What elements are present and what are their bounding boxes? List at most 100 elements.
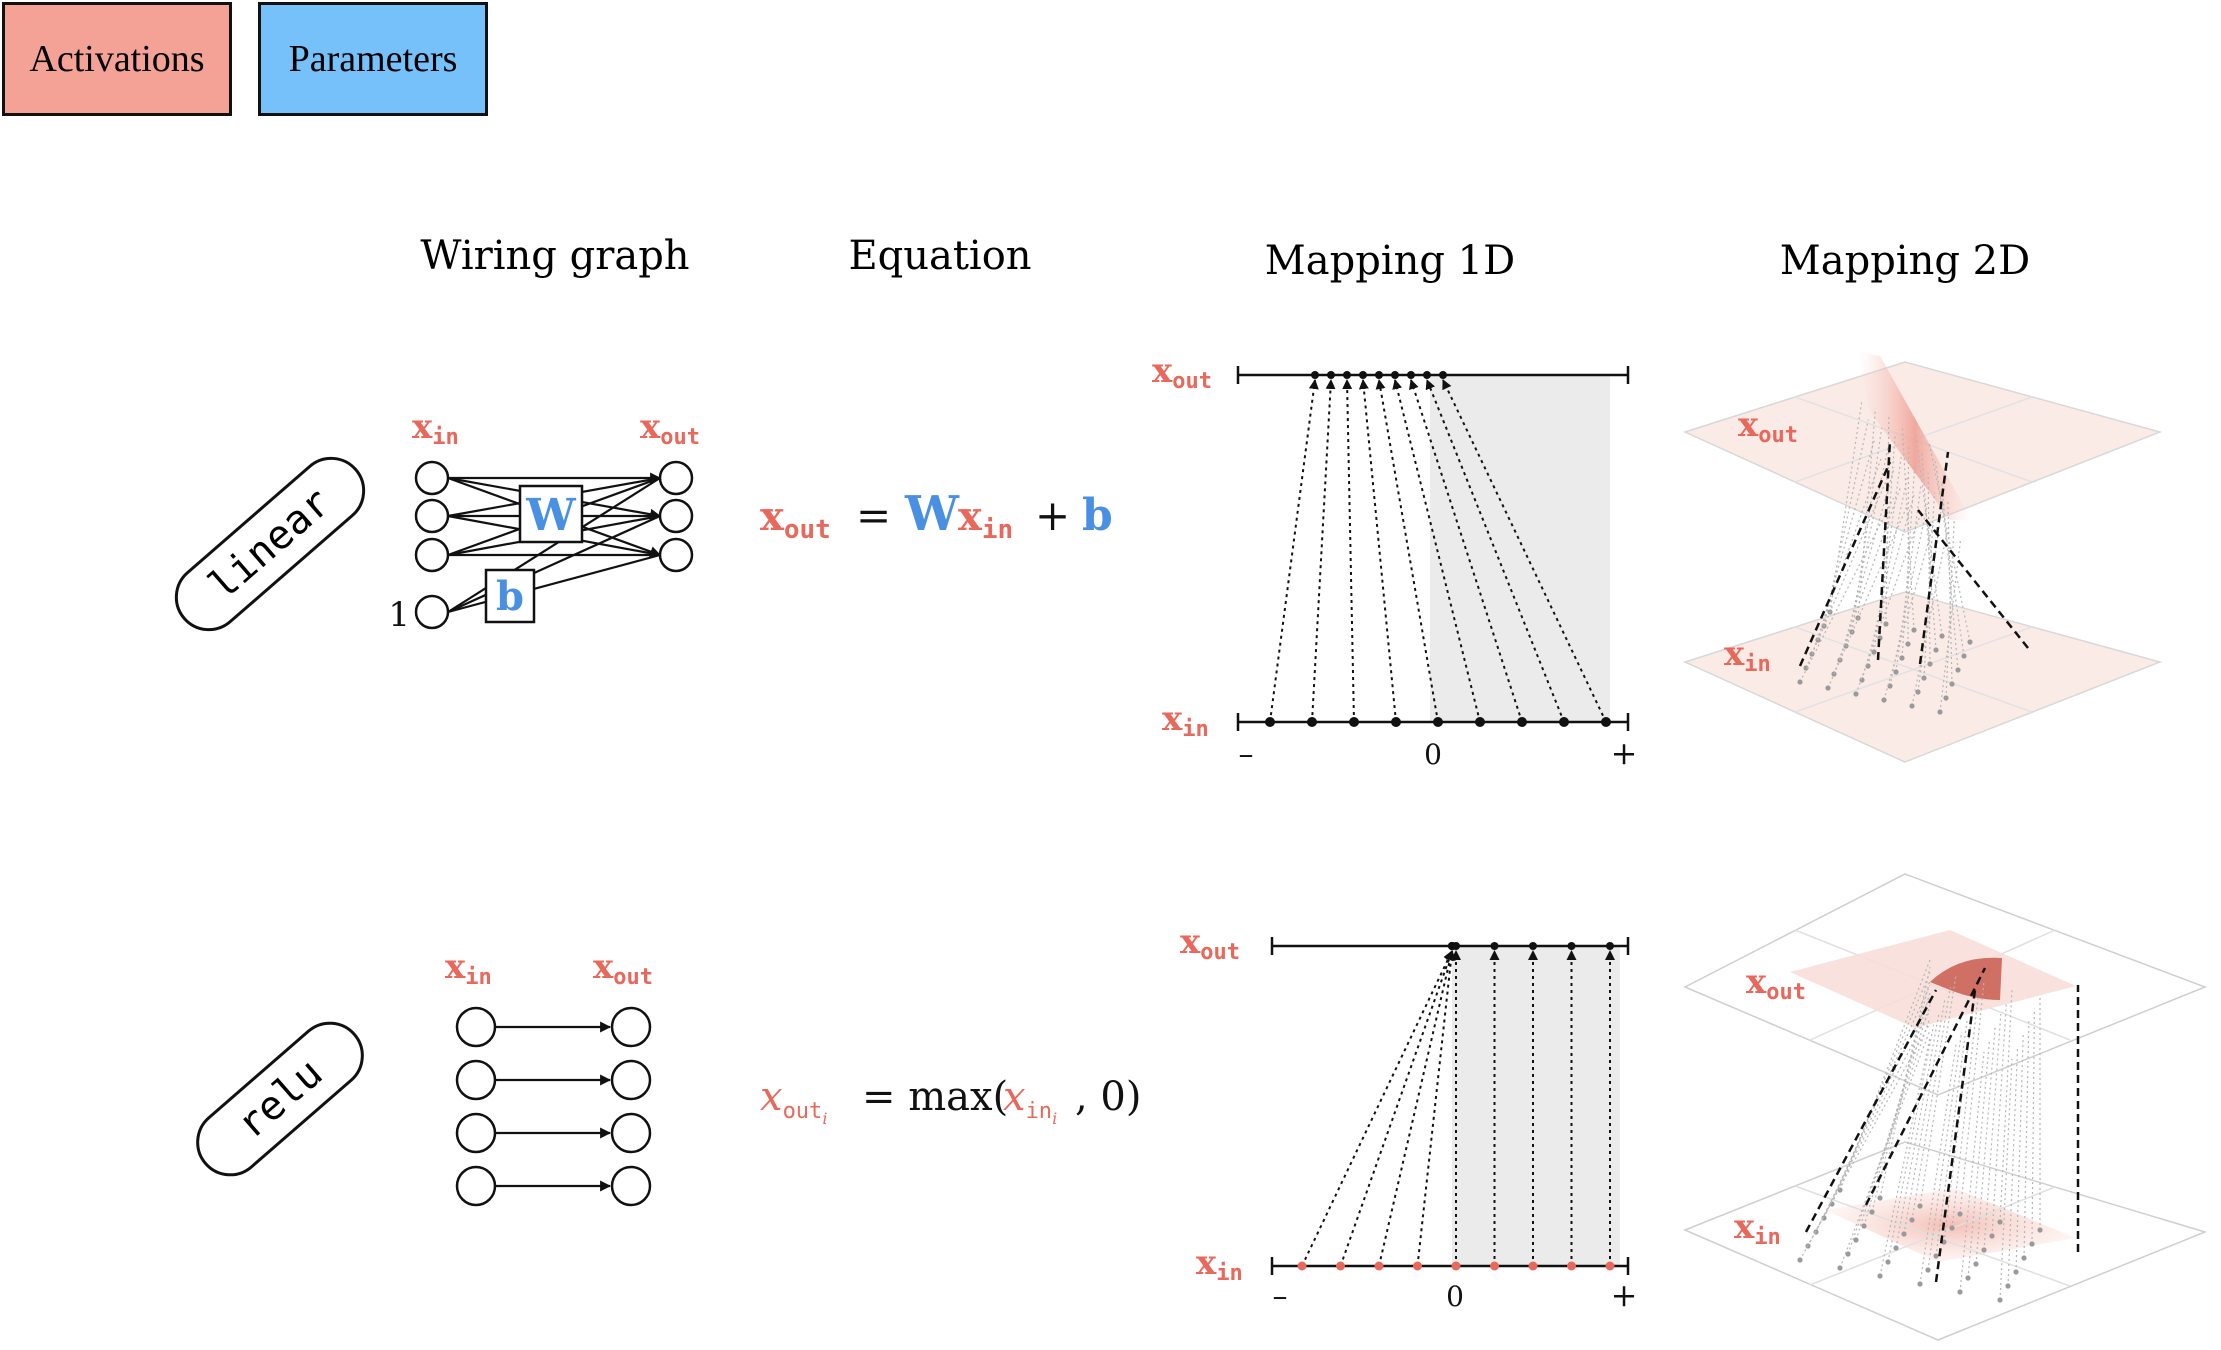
wiring-in-label: xin bbox=[445, 947, 492, 990]
input-point bbox=[1297, 1261, 1307, 1271]
wiring-out-label: xout bbox=[593, 947, 653, 990]
input-point bbox=[1955, 667, 1961, 673]
input-point bbox=[1475, 717, 1485, 727]
input-activation-region bbox=[1825, 1188, 2076, 1262]
positive-region-shade bbox=[1452, 946, 1620, 1266]
input-node bbox=[414, 460, 450, 496]
input-point bbox=[1893, 669, 1899, 675]
input-point bbox=[1877, 1273, 1883, 1279]
map2d-in-label: xin bbox=[1724, 634, 1771, 677]
input-point bbox=[1605, 1261, 1615, 1271]
input-point bbox=[1915, 689, 1921, 695]
mapping-line bbox=[1799, 497, 1895, 683]
input-point bbox=[1961, 653, 1967, 659]
input-point bbox=[1905, 641, 1911, 647]
input-point bbox=[1861, 1223, 1867, 1229]
input-point bbox=[1997, 1297, 2003, 1303]
output-activation-region bbox=[1790, 930, 2076, 1028]
mapping-line bbox=[1901, 425, 1915, 631]
mapping-2d-relu: xout xin bbox=[1683, 873, 2208, 1341]
weight-box bbox=[518, 484, 584, 544]
bias-input-node bbox=[414, 594, 450, 630]
column-title-mapping-2d: Mapping 2D bbox=[1779, 238, 2031, 284]
mapping-line bbox=[1857, 408, 1876, 619]
equation-relu: xouti = max( xini , 0) bbox=[760, 1074, 1141, 1128]
equation-plus: + bbox=[1035, 491, 1070, 540]
output-point bbox=[1407, 371, 1415, 379]
output-node bbox=[658, 498, 694, 534]
input-point bbox=[2021, 1255, 2027, 1261]
mapping-line bbox=[1951, 994, 1979, 1229]
output-point bbox=[1490, 942, 1499, 950]
legend-activations-label: Activations bbox=[29, 38, 205, 80]
mapping-line bbox=[1947, 500, 1953, 685]
input-point bbox=[1853, 691, 1859, 697]
mapping-line bbox=[1815, 997, 1931, 1233]
output-point bbox=[1529, 942, 1537, 950]
mapping-line bbox=[1378, 950, 1455, 1267]
mapping-line bbox=[1342, 379, 1355, 723]
bias-box bbox=[484, 568, 536, 624]
equation-input: xini bbox=[1003, 1074, 1057, 1128]
input-point bbox=[2037, 1227, 2043, 1233]
output-point bbox=[1567, 942, 1576, 950]
input-point bbox=[1825, 685, 1831, 691]
map2d-out-label: xout bbox=[1738, 405, 1798, 448]
input-point bbox=[1869, 1209, 1875, 1215]
mapping-line bbox=[1339, 950, 1454, 1267]
mapping-line bbox=[1839, 467, 1895, 661]
mapping-line bbox=[1901, 464, 1916, 659]
output-node bbox=[658, 537, 694, 573]
input-point bbox=[1374, 1261, 1384, 1271]
mapping-line bbox=[1301, 950, 1453, 1267]
input-node bbox=[414, 537, 450, 573]
output-node bbox=[610, 1165, 652, 1207]
mapping-lines bbox=[1797, 399, 1973, 715]
mapping-line bbox=[1839, 959, 1931, 1191]
mapping-line bbox=[1442, 379, 1607, 723]
legend-parameters-label: Parameters bbox=[288, 38, 458, 80]
output-point bbox=[1606, 942, 1614, 950]
mapping-line bbox=[1799, 1022, 1931, 1261]
column-title-wiring: Wiring graph bbox=[420, 233, 690, 279]
mapping-line bbox=[1425, 379, 1565, 723]
input-point bbox=[1517, 717, 1527, 727]
input-point bbox=[1921, 675, 1927, 681]
mapping-line bbox=[1839, 1029, 1931, 1269]
mapping-line bbox=[1416, 950, 1456, 1267]
mapping-line bbox=[1269, 379, 1319, 723]
output-point bbox=[1343, 371, 1351, 379]
legend-parameters: Parameters bbox=[258, 2, 488, 116]
input-point bbox=[1933, 1253, 1939, 1259]
map2d-out-label: xout bbox=[1746, 962, 1806, 1005]
mapping-line bbox=[2031, 1008, 2035, 1245]
tick-zero: 0 bbox=[1446, 1280, 1464, 1313]
mapping-2d-linear: xout xin bbox=[1682, 352, 2163, 763]
input-point bbox=[1813, 1229, 1819, 1235]
input-point bbox=[1490, 1261, 1499, 1271]
input-point bbox=[1871, 649, 1877, 655]
output-point bbox=[1359, 371, 1367, 379]
positive-region-shade bbox=[1430, 375, 1610, 721]
input-point bbox=[1877, 1195, 1883, 1201]
input-point bbox=[1965, 1275, 1971, 1281]
output-point bbox=[1375, 371, 1383, 379]
wiring-in-label: xin bbox=[412, 407, 459, 450]
mapping-line bbox=[1358, 379, 1397, 723]
mapping-line bbox=[1927, 472, 1931, 665]
mapping-line bbox=[1879, 1037, 1931, 1277]
weight-label: W bbox=[525, 490, 576, 541]
output-point bbox=[1391, 371, 1399, 379]
mapping-line bbox=[1392, 379, 1481, 723]
tick-max: + bbox=[1611, 734, 1638, 772]
mapping-line bbox=[1311, 379, 1336, 723]
mapping-line bbox=[1375, 379, 1439, 723]
input-point bbox=[1981, 1247, 1987, 1253]
input-point bbox=[1911, 627, 1917, 633]
input-point bbox=[1917, 1203, 1923, 1209]
input-point bbox=[1957, 1211, 1963, 1217]
equation-max: = max( bbox=[862, 1074, 1008, 1120]
input-point bbox=[1973, 1261, 1979, 1267]
mapping-line bbox=[1845, 447, 1889, 647]
